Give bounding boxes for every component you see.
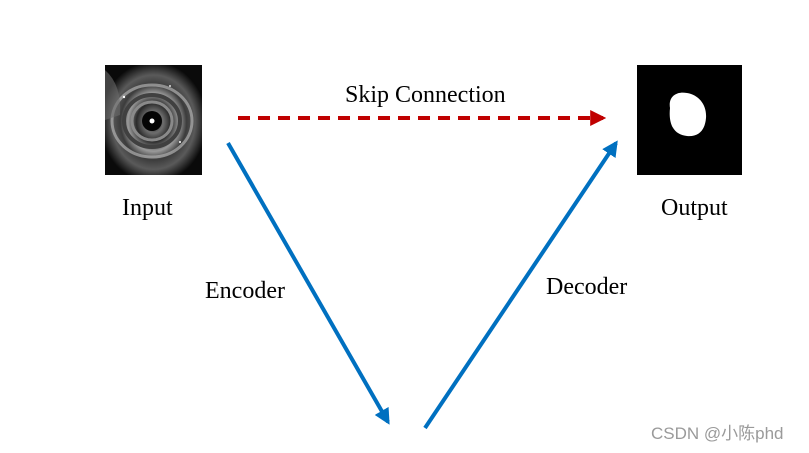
skip-connection-label: Skip Connection (345, 82, 506, 108)
input-label: Input (122, 195, 173, 221)
output-image (637, 65, 742, 175)
encoder-label: Encoder (205, 278, 285, 304)
output-label: Output (661, 195, 728, 221)
decoder-label: Decoder (546, 274, 628, 300)
watermark: CSDN @小陈phd (651, 424, 784, 443)
decoder-arrow (423, 140, 618, 430)
input-image (105, 65, 202, 175)
encoder-arrow (226, 142, 390, 425)
